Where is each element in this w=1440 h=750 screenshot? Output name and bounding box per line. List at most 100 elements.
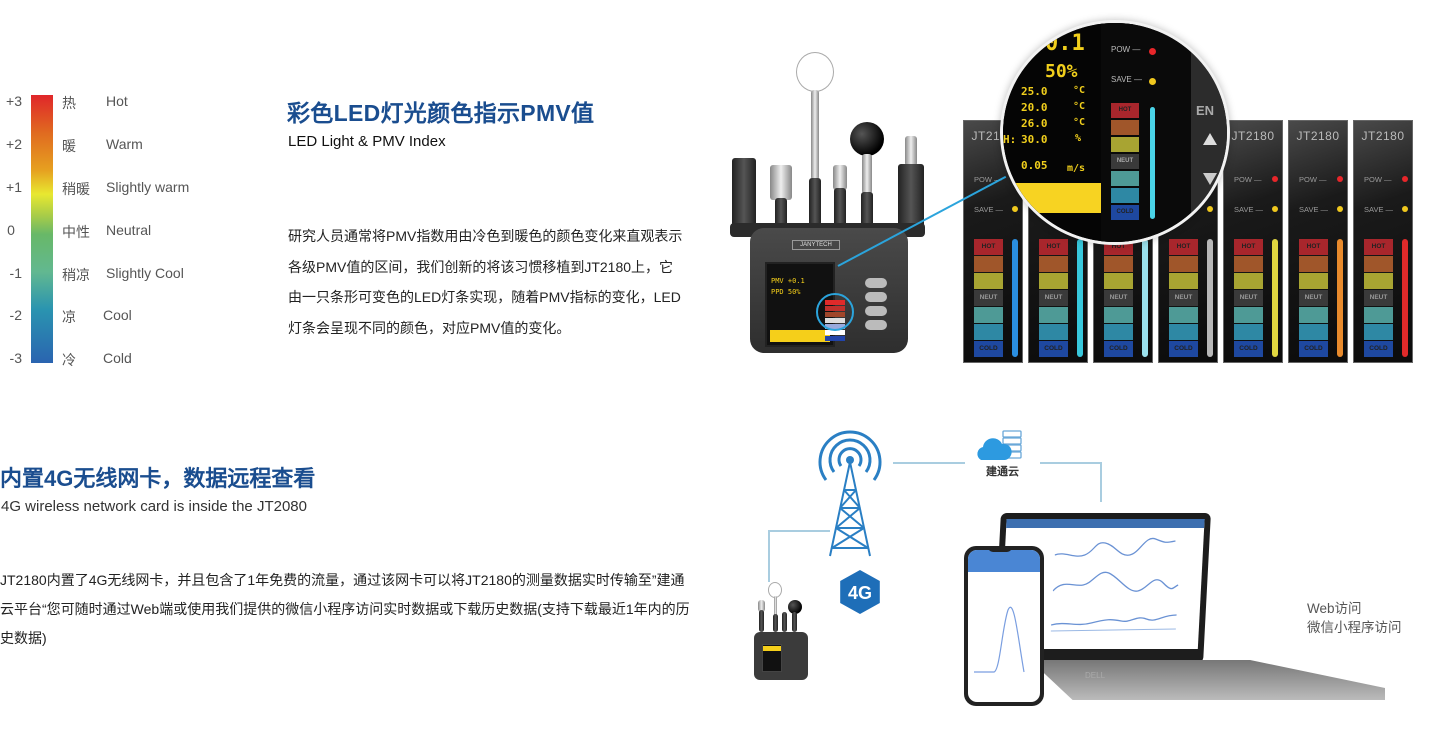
save-label: SAVE — <box>1299 205 1329 214</box>
led-segment: HOT <box>974 239 1003 255</box>
led-segment: NEUT <box>1234 290 1263 306</box>
led-segment <box>1364 324 1393 340</box>
device-logo: JANYTECH <box>792 240 840 250</box>
pmv-value: +3 <box>6 93 22 109</box>
reading-value: 0.05 <box>1021 159 1048 172</box>
pmv-value: -1 <box>9 265 22 281</box>
led-light-bar <box>1402 239 1408 357</box>
reading-pmv: 0.1 <box>1045 31 1085 56</box>
led-segment <box>1111 188 1139 203</box>
pmv-gradient-bar <box>31 95 53 363</box>
led-light-bar <box>1207 239 1213 357</box>
led-segment: HOT <box>1234 239 1263 255</box>
led-segment <box>1039 307 1068 323</box>
led-segment <box>1234 273 1263 289</box>
highlight-circle <box>816 293 854 331</box>
led-segment: COLD <box>1169 341 1198 357</box>
led-segment <box>1169 324 1198 340</box>
probe <box>809 178 821 233</box>
led-segment <box>1039 256 1068 272</box>
probe <box>833 165 847 190</box>
pmv-label-zh: 中性 <box>62 224 90 240</box>
4g-badge: 4G <box>840 570 880 614</box>
pow-indicator-dot <box>1402 176 1408 182</box>
panel-model-label: JT2180 <box>1231 129 1275 143</box>
section-led-title: 彩色LED灯光颜色指示PMV值 <box>287 100 595 126</box>
led-segment <box>1039 324 1068 340</box>
save-indicator-dot <box>1402 206 1408 212</box>
pmv-label-zh: 冷 <box>62 352 76 368</box>
pmv-value: 0 <box>7 222 15 238</box>
section-led-subtitle: LED Light & PMV Index <box>288 133 446 150</box>
led-segment <box>1111 120 1139 135</box>
led-segment: HOT <box>1299 239 1328 255</box>
led-segment: HOT <box>1111 103 1139 118</box>
led-segment: COLD <box>1039 341 1068 357</box>
reading-value: 25.0 <box>1021 85 1048 98</box>
led-segment: COLD <box>974 341 1003 357</box>
led-segment: HOT <box>1039 239 1068 255</box>
led-light-bar <box>1077 239 1083 357</box>
reading-value: 30.0 <box>1021 133 1048 146</box>
led-segment <box>1299 324 1328 340</box>
led-segment <box>1364 256 1393 272</box>
led-light-bar <box>1272 239 1278 357</box>
led-segment <box>974 324 1003 340</box>
led-segment: COLD <box>1104 341 1133 357</box>
save-indicator-dot <box>1149 78 1156 85</box>
led-segment <box>1111 171 1139 186</box>
save-indicator-dot <box>1272 206 1278 212</box>
led-segment: NEUT <box>974 290 1003 306</box>
pmv-value: +1 <box>6 179 22 195</box>
led-segment: NEUT <box>1169 290 1198 306</box>
led-segment <box>1299 273 1328 289</box>
pow-indicator-dot <box>1337 176 1343 182</box>
laptop-line-charts <box>1050 537 1179 632</box>
led-segment <box>1104 273 1133 289</box>
panel-model-label: JT2180 <box>1296 129 1340 143</box>
reading-prefix: H: <box>1003 133 1017 146</box>
anemometer-cage <box>796 52 834 92</box>
pow-label: POW — <box>1234 175 1262 184</box>
yellow-status-bar <box>1003 183 1101 213</box>
up-arrow-icon <box>1203 133 1217 145</box>
led-segment <box>1234 324 1263 340</box>
device-button-set <box>865 278 887 288</box>
pow-label: POW — <box>1299 175 1327 184</box>
pow-indicator-dot <box>1149 48 1156 55</box>
led-segment <box>974 307 1003 323</box>
led-light-bar <box>1150 107 1155 219</box>
led-segment: HOT <box>1169 239 1198 255</box>
led-segment <box>1299 256 1328 272</box>
laptop-screen <box>993 513 1211 663</box>
screen-line: PPD 50% <box>771 288 801 296</box>
pmv-level-cool: -2 凉 Cool <box>0 307 240 327</box>
led-light-bar <box>1142 239 1148 357</box>
pmv-label-zh: 热 <box>62 95 76 111</box>
network-line <box>1100 462 1102 502</box>
save-label: SAVE — <box>1364 205 1394 214</box>
led-segment <box>974 256 1003 272</box>
probe <box>770 165 792 200</box>
pmv-level-cold: -3 冷 Cold <box>0 350 240 370</box>
pmv-label-en: Warm <box>106 136 143 152</box>
led-segment: NEUT <box>1104 290 1133 306</box>
ent-key-label: EN <box>1196 103 1215 118</box>
pmv-level-slightly-cool: -1 稍凉 Slightly Cool <box>0 265 240 285</box>
save-label: SAVE — <box>974 205 1004 214</box>
pmv-level-warm: +2 暖 Warm <box>0 136 240 156</box>
led-segment <box>1169 307 1198 323</box>
led-segment: NEUT <box>1111 154 1139 169</box>
mini-device-illustration <box>752 582 812 682</box>
led-segment: NEUT <box>1364 290 1393 306</box>
reading-unit: °C <box>1073 85 1086 96</box>
pmv-label-en: Slightly Cool <box>106 265 184 281</box>
pmv-level-neutral: 0 中性 Neutral <box>0 222 240 242</box>
led-segment: NEUT <box>1039 290 1068 306</box>
section-4g-subtitle: 4G wireless network card is inside the J… <box>1 498 307 515</box>
section-4g-title: 内置4G无线网卡，数据远程查看 <box>0 466 316 491</box>
cell-tower-icon <box>818 430 882 557</box>
down-arrow-icon <box>1203 173 1217 185</box>
